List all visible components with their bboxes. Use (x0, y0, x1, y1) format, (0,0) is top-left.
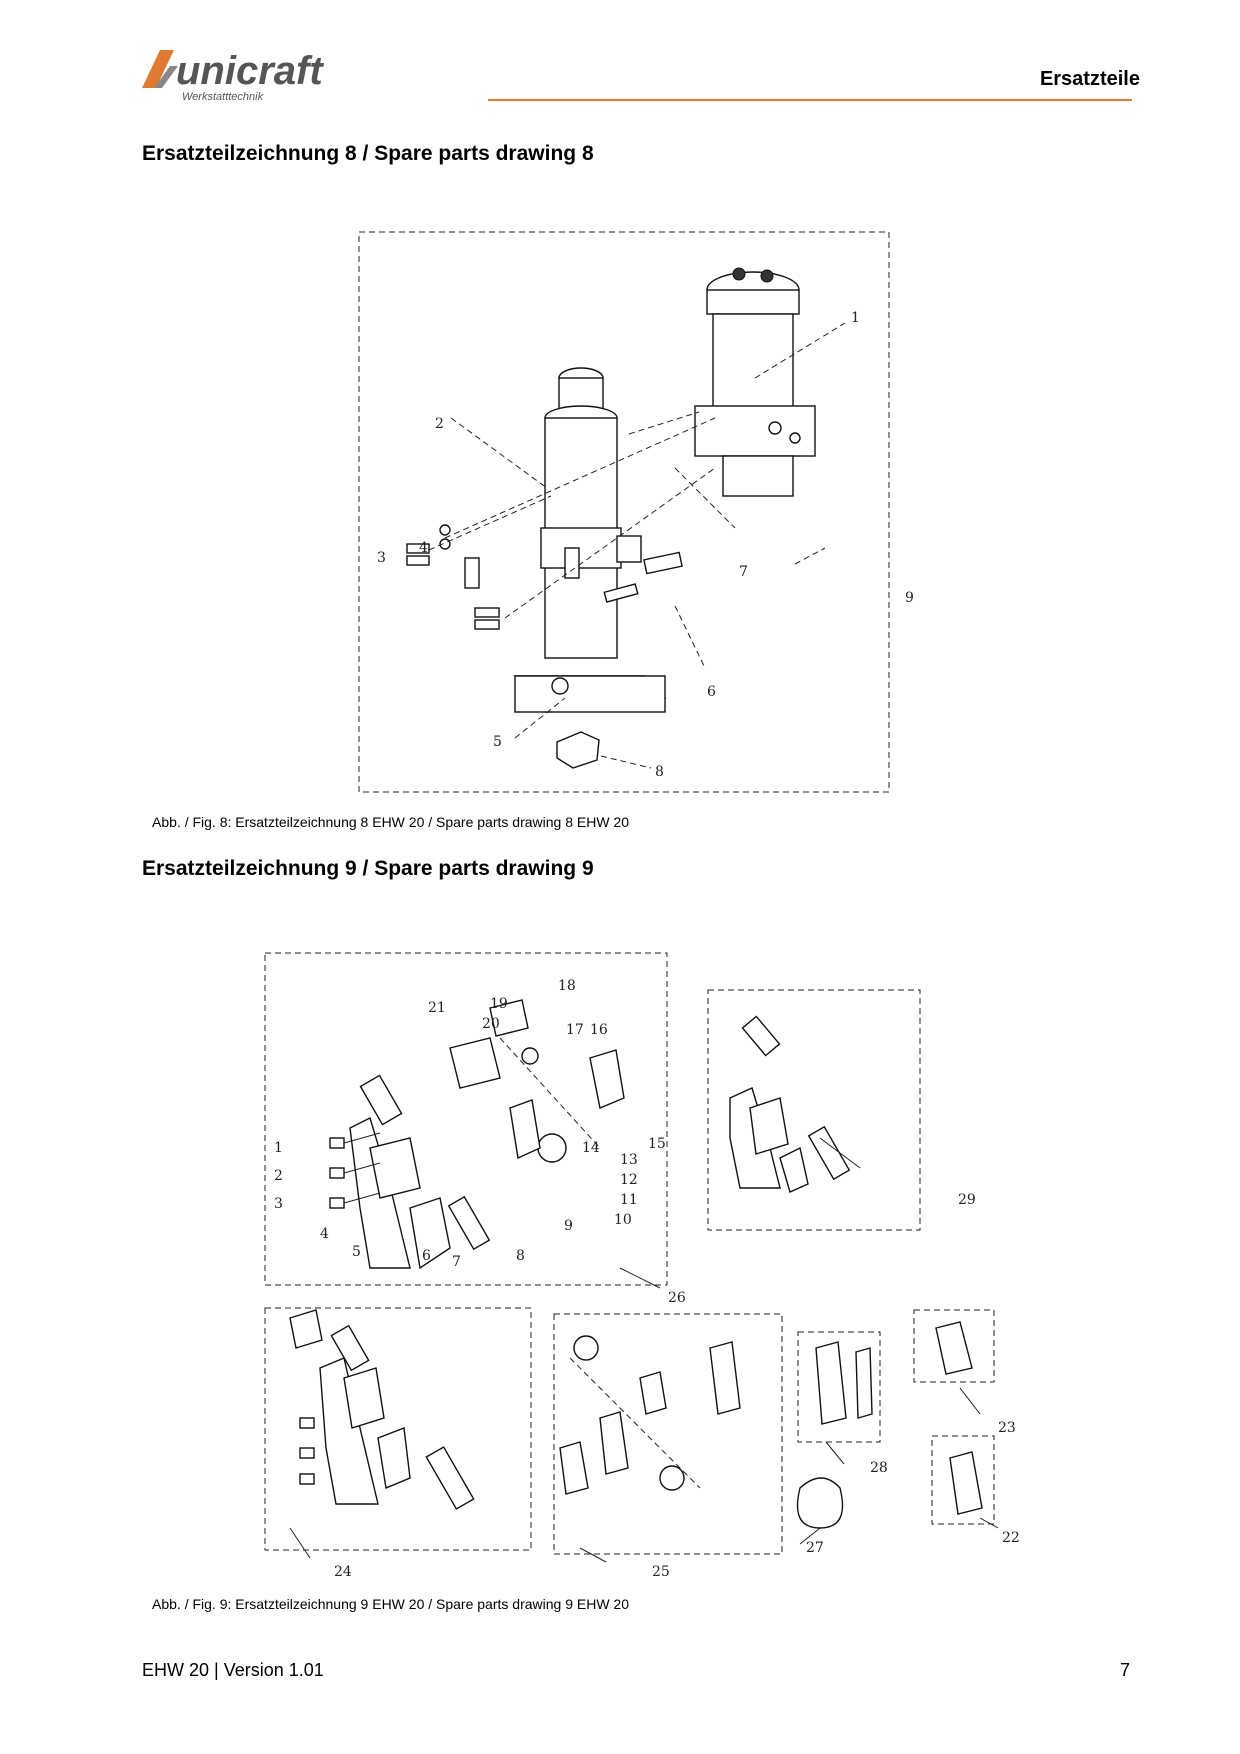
spare-parts-drawing-9: 1 2 3 4 5 6 7 8 9 10 11 12 13 14 15 16 1… (264, 952, 1020, 1580)
group-29-frame (707, 989, 921, 1231)
drawing9-label-13: 13 (620, 1152, 638, 1168)
screws (406, 524, 683, 769)
drawing9-label-11: 11 (620, 1192, 638, 1208)
drawing9-title: Ersatzteilzeichnung 9 / Spare parts draw… (142, 857, 594, 880)
handle-assembly (329, 999, 625, 1270)
cylinder (513, 367, 667, 713)
valve-assembly-25 (559, 1335, 741, 1495)
drawing9-label-20: 20 (482, 1016, 500, 1032)
drawing9-label-5: 5 (352, 1244, 361, 1260)
drawing9-label-15: 15 (648, 1136, 666, 1152)
brand-name: unicraft (176, 49, 324, 93)
drawing9-label-14: 14 (582, 1140, 600, 1156)
drawing9-label-19: 19 (490, 996, 508, 1012)
drawing8-label-8: 8 (655, 764, 664, 780)
drawing8-label-5: 5 (493, 734, 502, 750)
drawing9-label-25: 25 (652, 1564, 670, 1580)
group-28-frame (797, 1331, 881, 1443)
group-25-frame (553, 1313, 783, 1555)
drawing9-label-26: 26 (668, 1290, 686, 1306)
header-section-title: Ersatzteile (1039, 68, 1140, 90)
drawing9-label-27: 27 (806, 1540, 824, 1556)
drawing9-label-28: 28 (870, 1460, 888, 1476)
brand-subtitle: Werkstatttechnik (182, 91, 264, 103)
drawing8-label-4: 4 (419, 540, 428, 556)
drawing9-label-3: 3 (274, 1196, 283, 1212)
handle-assembly-29 (729, 1015, 851, 1193)
header-divider (488, 99, 1132, 101)
drawing9-label-29: 29 (958, 1192, 976, 1208)
drawing8-frame (358, 231, 890, 793)
drawing8-label-2: 2 (435, 416, 444, 432)
drawing9-label-6: 6 (422, 1248, 431, 1264)
cover-28 (815, 1341, 847, 1425)
drawing9-label-12: 12 (620, 1172, 638, 1188)
drawing9-label-23: 23 (998, 1420, 1016, 1436)
drawing9-label-9: 9 (564, 1218, 573, 1234)
drawing8-caption: Abb. / Fig. 8: Ersatzteilzeichnung 8 EHW… (152, 814, 629, 830)
group-22-frame (931, 1435, 995, 1525)
drawing8-label-9: 9 (905, 590, 914, 606)
drawing9-label-22: 22 (1002, 1530, 1020, 1546)
group-26-frame (264, 952, 668, 1286)
drawing9-label-2: 2 (274, 1168, 283, 1184)
drawing8-label-7: 7 (739, 564, 748, 580)
lever-23 (935, 1321, 973, 1375)
motor-unit (694, 267, 816, 497)
drawing9-label-16: 16 (590, 1022, 608, 1038)
drawing9-label-10: 10 (614, 1212, 632, 1228)
drawing9-label-1: 1 (274, 1140, 283, 1156)
drawing9-label-4: 4 (320, 1226, 329, 1242)
drawing9-label-8: 8 (516, 1248, 525, 1264)
loop-27 (796, 1477, 844, 1529)
lever-22 (949, 1451, 983, 1515)
drawing9-label-7: 7 (452, 1254, 461, 1270)
drawing8-label-1: 1 (851, 310, 860, 326)
footer-page-number: 7 (1119, 1660, 1130, 1680)
spare-parts-drawing-8: 1 2 3 4 5 6 7 8 9 (358, 231, 914, 793)
drawing8-label-3: 3 (377, 550, 386, 566)
drawing8-label-6: 6 (707, 684, 716, 700)
drawing9-label-18: 18 (558, 978, 576, 994)
unicraft-logo-icon: unicraft Werkstatttechnik (142, 49, 324, 103)
drawing8-title: Ersatzteilzeichnung 8 / Spare parts draw… (142, 142, 594, 165)
footer-document-version: EHW 20 | Version 1.01 (142, 1660, 324, 1680)
group-23-frame (913, 1309, 995, 1383)
drawing9-label-24: 24 (334, 1564, 352, 1580)
drawing9-label-21: 21 (428, 1000, 446, 1016)
handle-assembly-24 (289, 1309, 475, 1510)
brand-logo: unicraft Werkstatttechnik (140, 44, 380, 104)
drawing9-label-17: 17 (566, 1022, 584, 1038)
drawing9-caption: Abb. / Fig. 9: Ersatzteilzeichnung 9 EHW… (152, 1596, 629, 1612)
group-24-frame (264, 1307, 532, 1551)
